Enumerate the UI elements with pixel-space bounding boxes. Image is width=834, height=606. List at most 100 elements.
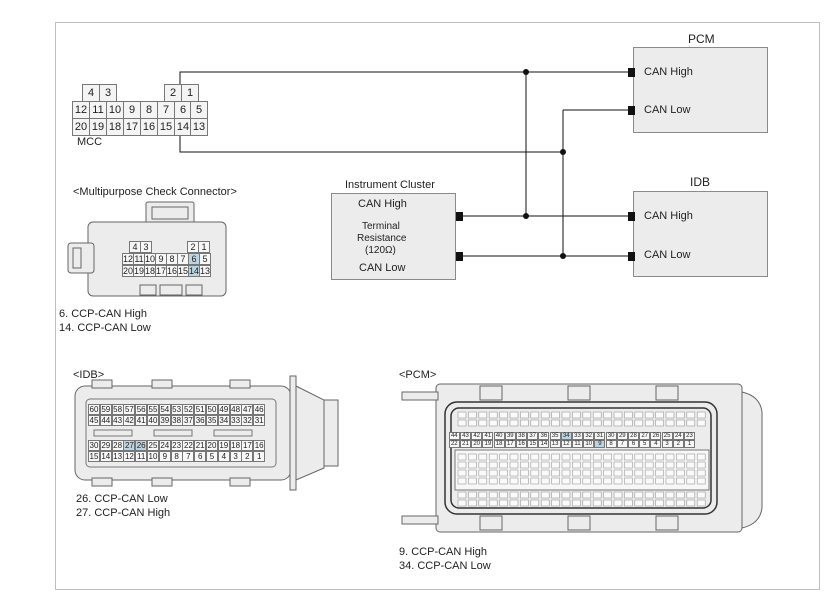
- pcm-pin-slot: [468, 411, 477, 419]
- pcm-pin-slot: [603, 419, 612, 427]
- pcm-pin-cell: 36: [538, 432, 550, 440]
- pcm-pin-slot: [603, 491, 612, 499]
- pcm-pin-slot: [686, 419, 696, 427]
- pcm-pin-slot: [551, 499, 560, 507]
- idb-pin-cell: 16: [253, 440, 266, 451]
- pcm-pin-slot: [488, 453, 498, 461]
- pcm-pin-slot: [624, 419, 633, 427]
- pcm-pin-slot: [676, 411, 685, 419]
- idb-pin-cell: 1: [253, 451, 266, 462]
- idb-pin-cell: 39: [158, 415, 171, 426]
- pcm-pin-cell: 31: [594, 432, 606, 440]
- pcm-pin-slot: [561, 419, 571, 427]
- pcm-title: PCM: [688, 32, 715, 46]
- idb-pin-cell: 13: [111, 451, 124, 462]
- pcm-pin-slot: [561, 499, 571, 507]
- pcm-pin-cell: 39: [504, 432, 516, 440]
- pcm-pin-slot: [530, 491, 540, 499]
- mpc-pin-cell: 8: [166, 253, 178, 265]
- idb-title: IDB: [690, 175, 711, 189]
- mcc-pin-cell: 17: [123, 118, 141, 136]
- pcm-pin-slot: [509, 461, 519, 469]
- pcm-pin-cell: 15: [527, 440, 539, 448]
- pcm-pin-slot: [613, 419, 623, 427]
- pcm-pin-slot: [561, 461, 571, 469]
- idb-pin-high: [628, 212, 635, 221]
- pcm-pin-slot: [634, 499, 644, 507]
- pcm-pin-slot: [561, 453, 571, 461]
- pcm-pin-slot: [613, 491, 623, 499]
- idb-pin-cell: 28: [111, 440, 124, 451]
- pcm-pin-slot: [634, 491, 644, 499]
- pcm-pin-slot: [582, 419, 592, 427]
- pcm-pin-slot: [634, 461, 644, 469]
- diagram-frame: [55, 22, 820, 590]
- pcm-pin-slot: [603, 453, 612, 461]
- pcm-pin-cell: 33: [572, 432, 583, 440]
- junction-dot: [523, 69, 529, 75]
- pcm-pin-cell: 10: [583, 440, 595, 448]
- pcm-pin-slot: [696, 469, 706, 477]
- pcm-pin-slot: [655, 491, 664, 499]
- pcm-pin-slot: [478, 453, 488, 461]
- idb-pin-cell: 3: [229, 451, 242, 462]
- pcm-pin-slot: [696, 411, 706, 419]
- pcm-pin-slot: [665, 477, 675, 485]
- pcm-pin-slot: [551, 491, 560, 499]
- pcm-pin-slot: [509, 491, 519, 499]
- idb-pin-cell: 15: [88, 451, 100, 462]
- idb-pin-cell: 55: [147, 404, 159, 415]
- idb-pin-cell: 60: [88, 404, 100, 415]
- idb-pin-cell: 30: [88, 440, 100, 451]
- pcm-pin-slot: [676, 499, 685, 507]
- pcm-pin-slot: [540, 453, 550, 461]
- mcc-pin-cell: 18: [106, 118, 124, 136]
- pcm-pin-slot: [540, 477, 550, 485]
- pcm-pin-slot: [696, 453, 706, 461]
- pcm-pin-slot: [665, 491, 675, 499]
- pcm-pin-slot: [613, 469, 623, 477]
- pcm-pin-cell: 3: [661, 440, 673, 448]
- pcm-pin-high: [628, 68, 635, 77]
- pcm-pin-slot: [686, 453, 696, 461]
- pcm-pin-slot: [488, 461, 498, 469]
- mcc-pin-cell: 13: [190, 118, 208, 136]
- pcm-pin-slot: [520, 469, 529, 477]
- pcm-pin-cell: 42: [471, 432, 483, 440]
- idb-pin-cell: 27: [123, 440, 136, 451]
- pcm-pin-slot: [478, 491, 488, 499]
- pcm-pin-slot: [644, 411, 654, 419]
- pcm-pin-slot: [592, 461, 602, 469]
- pcm-pin-slot: [572, 477, 581, 485]
- pcm-pin-slot: [520, 477, 529, 485]
- mcc-label: MCC: [77, 136, 103, 148]
- pcm-pin-slot: [592, 411, 602, 419]
- pcm-pin-slot: [572, 453, 581, 461]
- pcm-pin-cell: 20: [471, 440, 483, 448]
- pcm-module: [633, 47, 768, 133]
- pcm-pin-cell: 22: [448, 440, 460, 448]
- pcm-pin-slot: [592, 419, 602, 427]
- idb-pin-cell: 34: [217, 415, 230, 426]
- pcm-pin-slot: [655, 499, 664, 507]
- pcm-pin-slot: [644, 461, 654, 469]
- idb-can-low-label: CAN Low: [644, 249, 691, 261]
- pcm-pin-slot: [561, 411, 571, 419]
- mpc-note-1: 6. CCP-CAN High: [59, 308, 148, 320]
- mcc-pin-cell: 14: [174, 118, 192, 136]
- pcm-pin-slot: [592, 453, 602, 461]
- pcm-pin-slot: [624, 477, 633, 485]
- idb-pin-cell: 53: [170, 404, 183, 415]
- idb-pin-cell: 35: [206, 415, 218, 426]
- pcm-pin-slot: [551, 419, 560, 427]
- pcm-pin-slot: [478, 469, 488, 477]
- pcm-pin-cell: 44: [448, 432, 460, 440]
- idb-pin-cell: 45: [88, 415, 100, 426]
- mcc-pin-cell: 12: [72, 101, 90, 119]
- pcm-pin-cell: 25: [661, 432, 673, 440]
- mpc-pin-cell: 19: [133, 265, 145, 277]
- pcm-pin-slot: [665, 499, 675, 507]
- resistance-label-3: (120Ω): [365, 245, 396, 256]
- mcc-pin-cell: 16: [140, 118, 158, 136]
